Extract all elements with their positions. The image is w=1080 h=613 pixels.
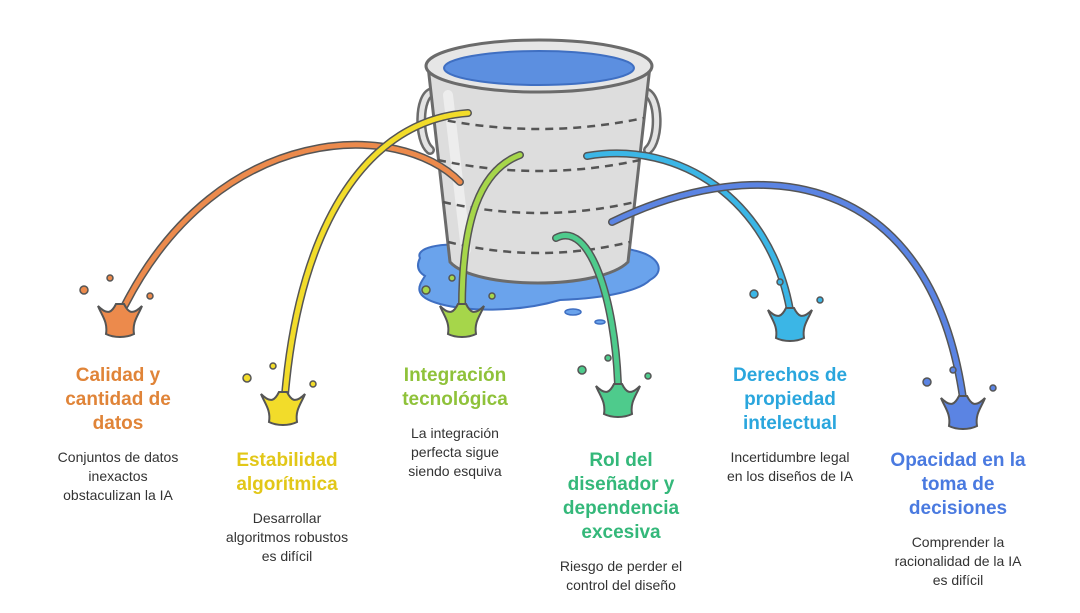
splash-droplet [79, 285, 89, 295]
splash-droplet [922, 377, 932, 387]
splash-droplet [448, 274, 456, 282]
challenge-label: Integración tecnológica La integración pe… [365, 364, 545, 481]
leak-stream [459, 152, 523, 311]
bucket-handle [418, 89, 435, 153]
splash-droplet [146, 292, 154, 300]
splash-droplet [949, 366, 957, 374]
challenge-title: Opacidad en la toma de decisiones [890, 450, 1026, 519]
splash-droplet [989, 384, 997, 392]
challenge-title: Rol del diseñador y dependencia excesiva [562, 450, 680, 543]
splash-droplet [488, 292, 496, 300]
leak-stream [609, 182, 966, 401]
bucket-band [437, 158, 641, 173]
splash-droplet [242, 373, 252, 383]
challenge-description: Conjuntos de datos inexactos obstaculiza… [57, 449, 179, 503]
bucket-band [447, 240, 631, 255]
puddle-drop [564, 308, 582, 316]
challenge-title: Derechos de propiedad intelectual [732, 365, 848, 434]
puddle-drop [594, 319, 606, 325]
splash [595, 383, 641, 418]
challenge-title: Integración tecnológica [402, 365, 508, 410]
splash-droplet [604, 354, 612, 362]
challenge-description: Desarrollar algoritmos robustos es difíc… [225, 510, 349, 564]
leak-stream [282, 110, 471, 398]
bucket-band [433, 116, 645, 131]
challenge-label: Rol del diseñador y dependencia excesiva… [531, 449, 711, 595]
leak-stream [553, 233, 621, 388]
challenge-description: Comprender la racionalidad de la IA es d… [894, 534, 1022, 588]
bucket-water [443, 50, 635, 86]
leak-stream [122, 142, 463, 308]
splash [767, 307, 813, 342]
splash-droplet [749, 289, 759, 299]
splash [97, 303, 143, 338]
bucket-body [426, 64, 652, 285]
splash-droplet [577, 365, 587, 375]
bucket-handle [642, 89, 660, 153]
splash-droplet [816, 296, 824, 304]
challenge-description: La integración perfecta sigue siendo esq… [408, 425, 502, 479]
splash [260, 391, 306, 426]
splash [940, 395, 986, 430]
splash-droplet [269, 362, 277, 370]
splash-droplet [309, 380, 317, 388]
splash-droplet [421, 285, 431, 295]
challenge-title: Calidad y cantidad de datos [65, 365, 171, 434]
challenge-description: Riesgo de perder el control del diseño [559, 558, 683, 593]
splash-droplet [644, 372, 652, 380]
splash [439, 303, 485, 338]
bucket-band [442, 200, 636, 215]
stream-outline [121, 140, 464, 309]
splash-droplet [106, 274, 114, 282]
challenge-title: Estabilidad algorítmica [236, 450, 338, 495]
splash-droplet [776, 278, 784, 286]
challenge-description: Incertidumbre legal en los diseños de IA [726, 449, 854, 484]
